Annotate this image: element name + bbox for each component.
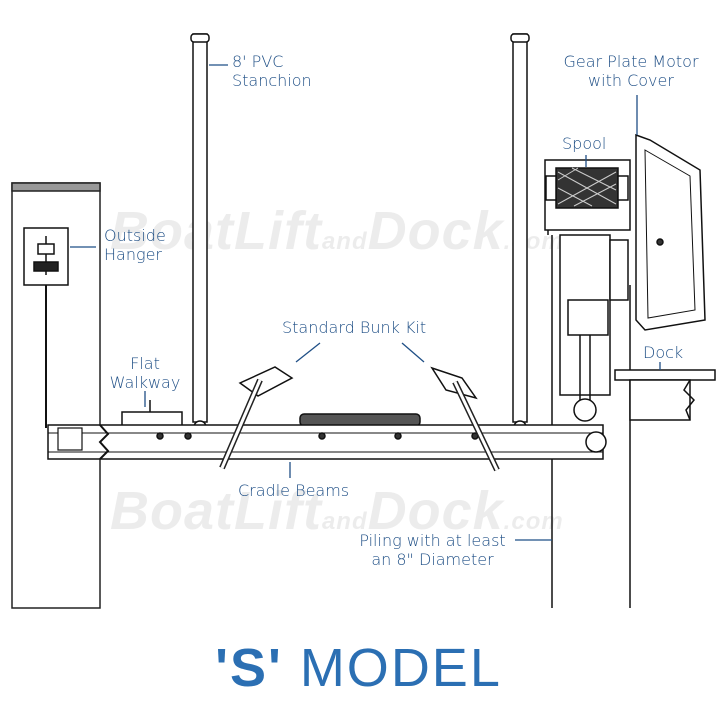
- label-pvc-line1: 8' PVC: [232, 52, 284, 71]
- watermark-text-main: BoatLift: [110, 201, 322, 261]
- label-gear-plate-motor: Gear Plate Motor with Cover: [556, 52, 706, 90]
- bunk-kit-right: [430, 366, 500, 472]
- leader-bunk-left: [295, 342, 321, 363]
- watermark-text-and: and: [321, 508, 368, 535]
- model-title-suffix: MODEL: [299, 638, 502, 698]
- label-pvc-stanchion: 8' PVC Stanchion: [232, 52, 312, 90]
- label-dock: Dock: [643, 343, 684, 362]
- label-outside-hanger: Outside Hanger: [104, 226, 166, 264]
- leader-lines: [70, 64, 661, 541]
- outside-hanger: [23, 227, 69, 428]
- label-hanger-line2: Hanger: [104, 245, 162, 264]
- label-hanger-line1: Outside: [104, 226, 166, 245]
- bunk-kit-left: [219, 366, 294, 470]
- spool: [544, 159, 631, 231]
- label-motor-line2: with Cover: [588, 71, 674, 90]
- flat-walkway: [121, 400, 421, 427]
- gear-plate-motor: [635, 133, 706, 331]
- label-piling-line1: Piling with at least: [359, 531, 506, 550]
- watermark-text-tail: Dock: [367, 481, 504, 541]
- model-title: 'S' MODEL: [0, 638, 717, 698]
- label-spool: Spool: [562, 134, 607, 153]
- pvc-stanchion-left: [190, 33, 210, 434]
- watermark-text-main: BoatLift: [110, 481, 322, 541]
- label-flat-walkway: Flat Walkway: [100, 354, 190, 392]
- watermark-bottom: BoatLiftandDock.com: [110, 480, 564, 542]
- leader-bunk-right: [401, 342, 425, 363]
- drive-column: [559, 234, 629, 422]
- watermark-text-and: and: [321, 228, 368, 255]
- pvc-stanchion-right: [510, 33, 530, 434]
- label-standard-bunk-kit: Standard Bunk Kit: [282, 318, 427, 337]
- cradle-beam: [47, 424, 607, 460]
- label-piling: Piling with at least an 8" Diameter: [350, 531, 515, 569]
- label-walkway-line2: Walkway: [109, 373, 181, 392]
- watermark-top: BoatLiftandDock.com: [110, 200, 564, 262]
- label-walkway-line1: Flat: [130, 354, 160, 373]
- dock: [614, 369, 716, 421]
- model-title-prefix: 'S': [215, 638, 283, 698]
- label-piling-line2: an 8" Diameter: [371, 550, 494, 569]
- watermark-text-tail: Dock: [367, 201, 504, 261]
- label-cradle-beams: Cradle Beams: [238, 481, 350, 500]
- label-motor-line1: Gear Plate Motor: [563, 52, 699, 71]
- label-pvc-line2: Stanchion: [232, 71, 312, 90]
- watermark-text-domain: .com: [503, 508, 564, 535]
